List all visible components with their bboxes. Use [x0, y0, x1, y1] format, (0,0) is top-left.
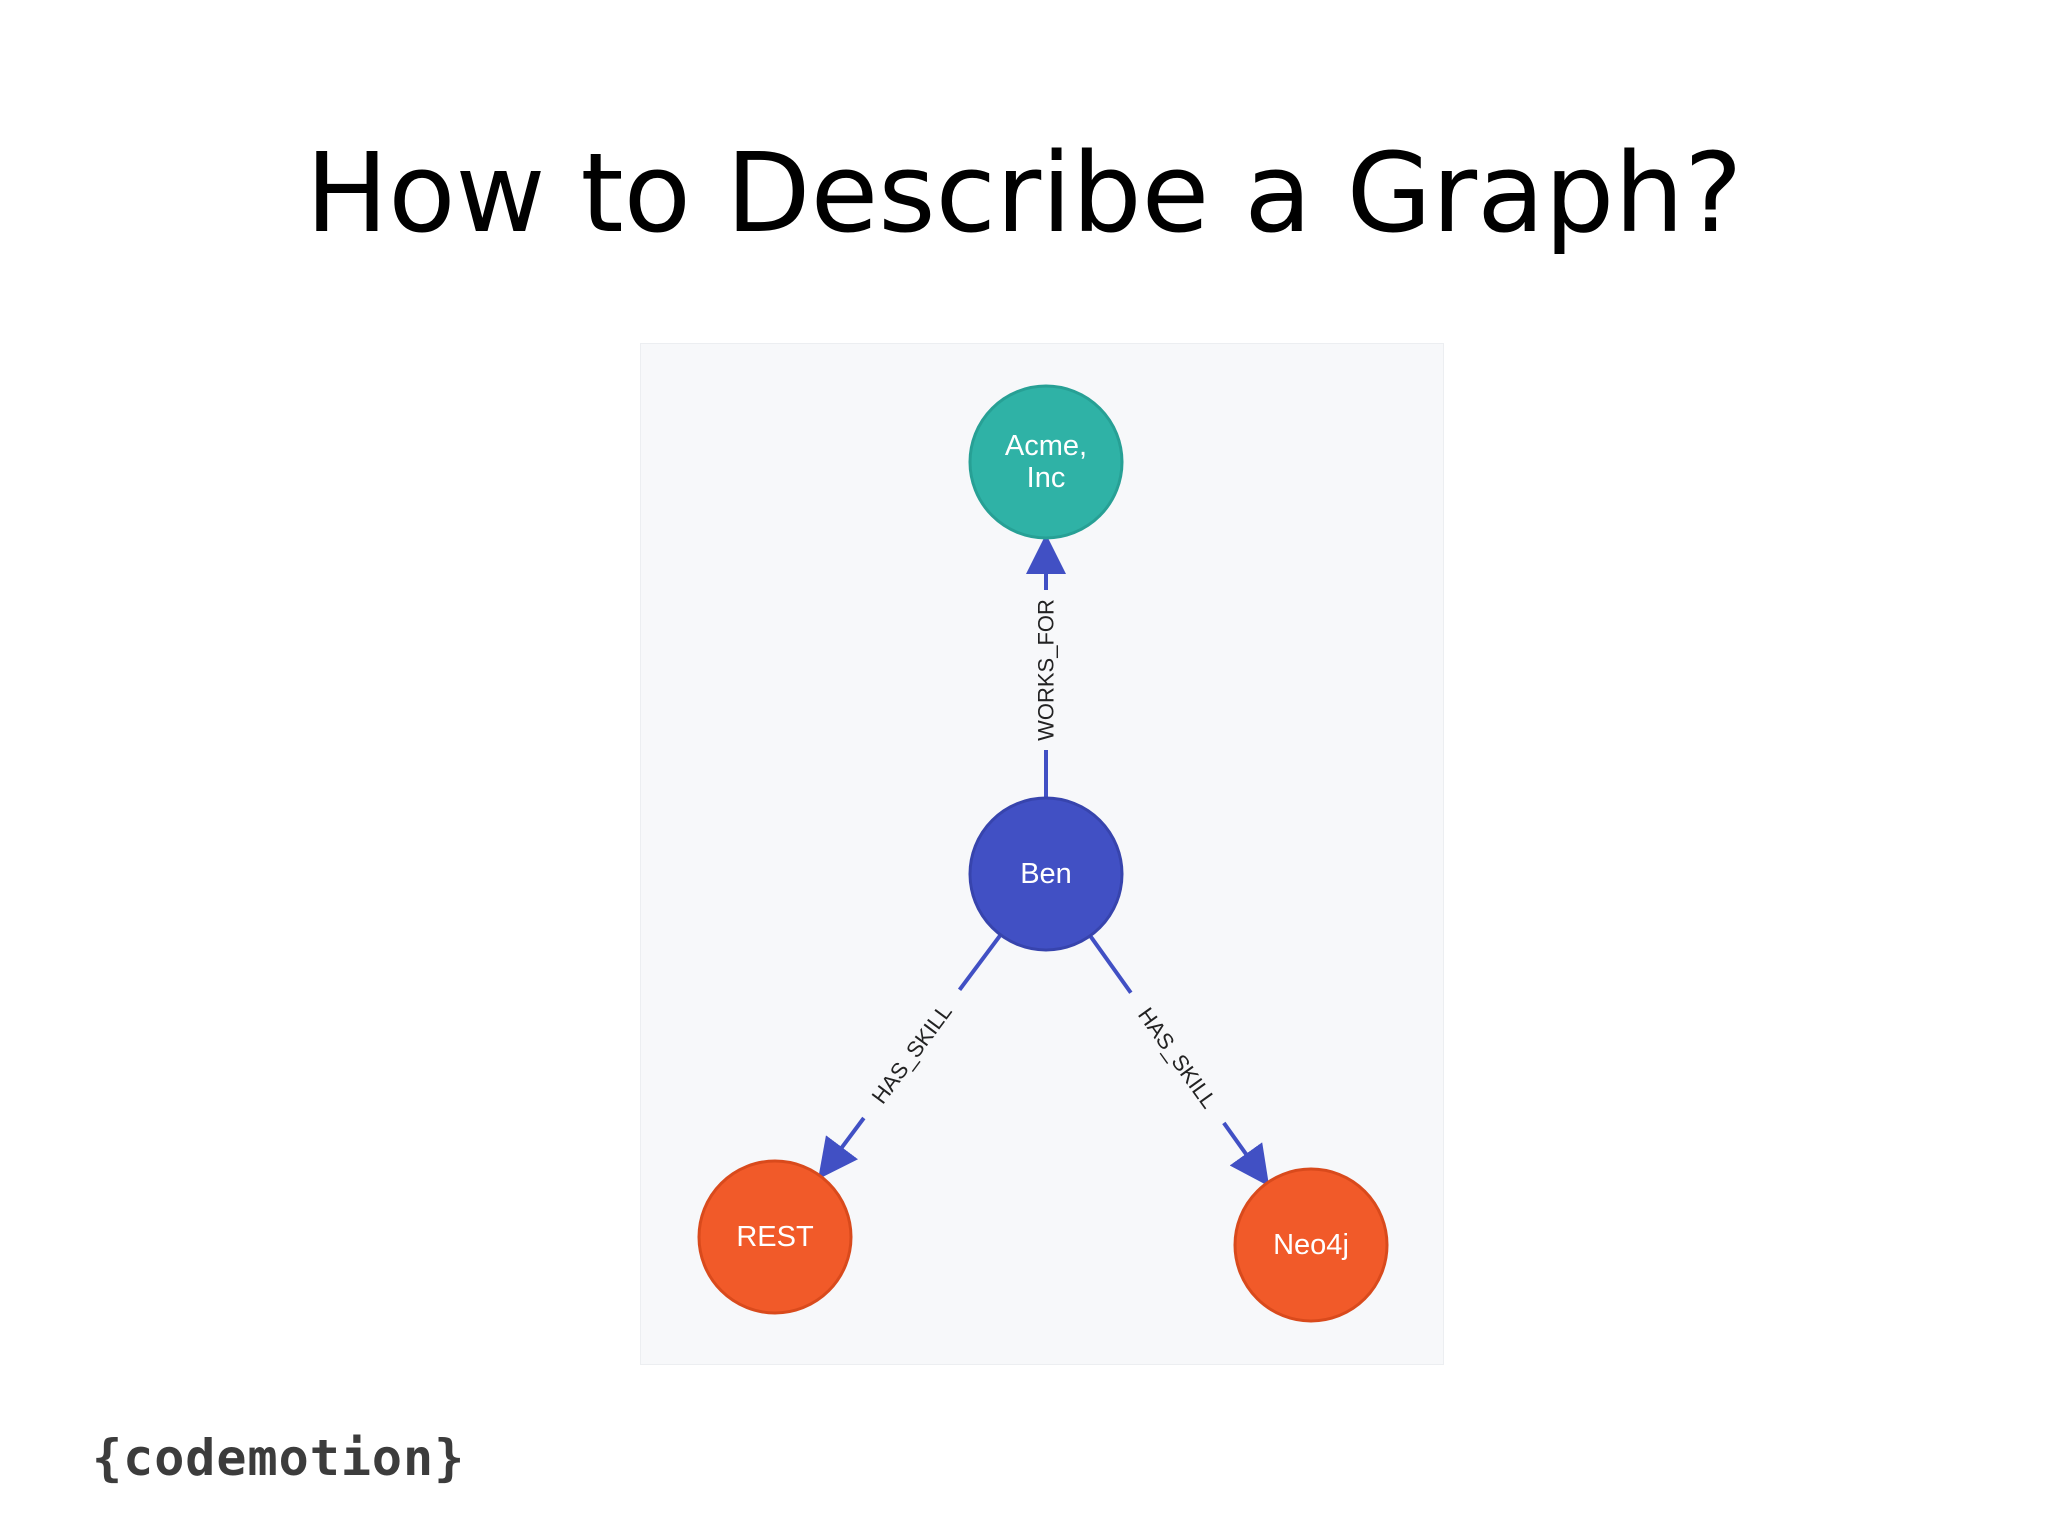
node-label: Neo4j	[1273, 1229, 1349, 1261]
edge-ben-neo4j: HAS_SKILL	[1088, 934, 1270, 1187]
node-circle[interactable]	[1233, 1167, 1389, 1323]
edge-arrow	[818, 1116, 866, 1180]
codemotion-logo: {codemotion}	[92, 1429, 466, 1487]
edge-label: HAS_SKILL	[867, 999, 957, 1108]
node-label: Ben	[1020, 858, 1072, 890]
edge-line	[1088, 934, 1133, 994]
graph-diagram: WORKS_FOR HAS_SKILL HAS_SKILL Acme,IncBenR…	[697, 384, 1389, 1323]
edge-ben-acme: WORKS_FOR	[1026, 534, 1066, 798]
edge-line	[957, 933, 1003, 991]
node-circle[interactable]	[968, 796, 1124, 952]
node-label: Inc	[1027, 462, 1066, 494]
node-rest[interactable]: REST	[697, 1159, 853, 1315]
node-ben[interactable]: Ben	[968, 796, 1124, 952]
node-circle[interactable]	[697, 1159, 853, 1315]
node-circle[interactable]	[968, 384, 1124, 540]
node-label: REST	[736, 1221, 814, 1253]
node-neo4j[interactable]: Neo4j	[1233, 1167, 1389, 1323]
node-acme[interactable]: Acme,Inc	[968, 384, 1124, 540]
edge-arrow	[1222, 1121, 1270, 1187]
node-label: Acme,	[1005, 430, 1087, 462]
edge-ben-rest: HAS_SKILL	[818, 933, 1003, 1180]
edge-label: WORKS_FOR	[1034, 599, 1059, 741]
edge-label: HAS_SKILL	[1133, 1003, 1222, 1113]
slide-title: How to Describe a Graph?	[305, 129, 1743, 257]
